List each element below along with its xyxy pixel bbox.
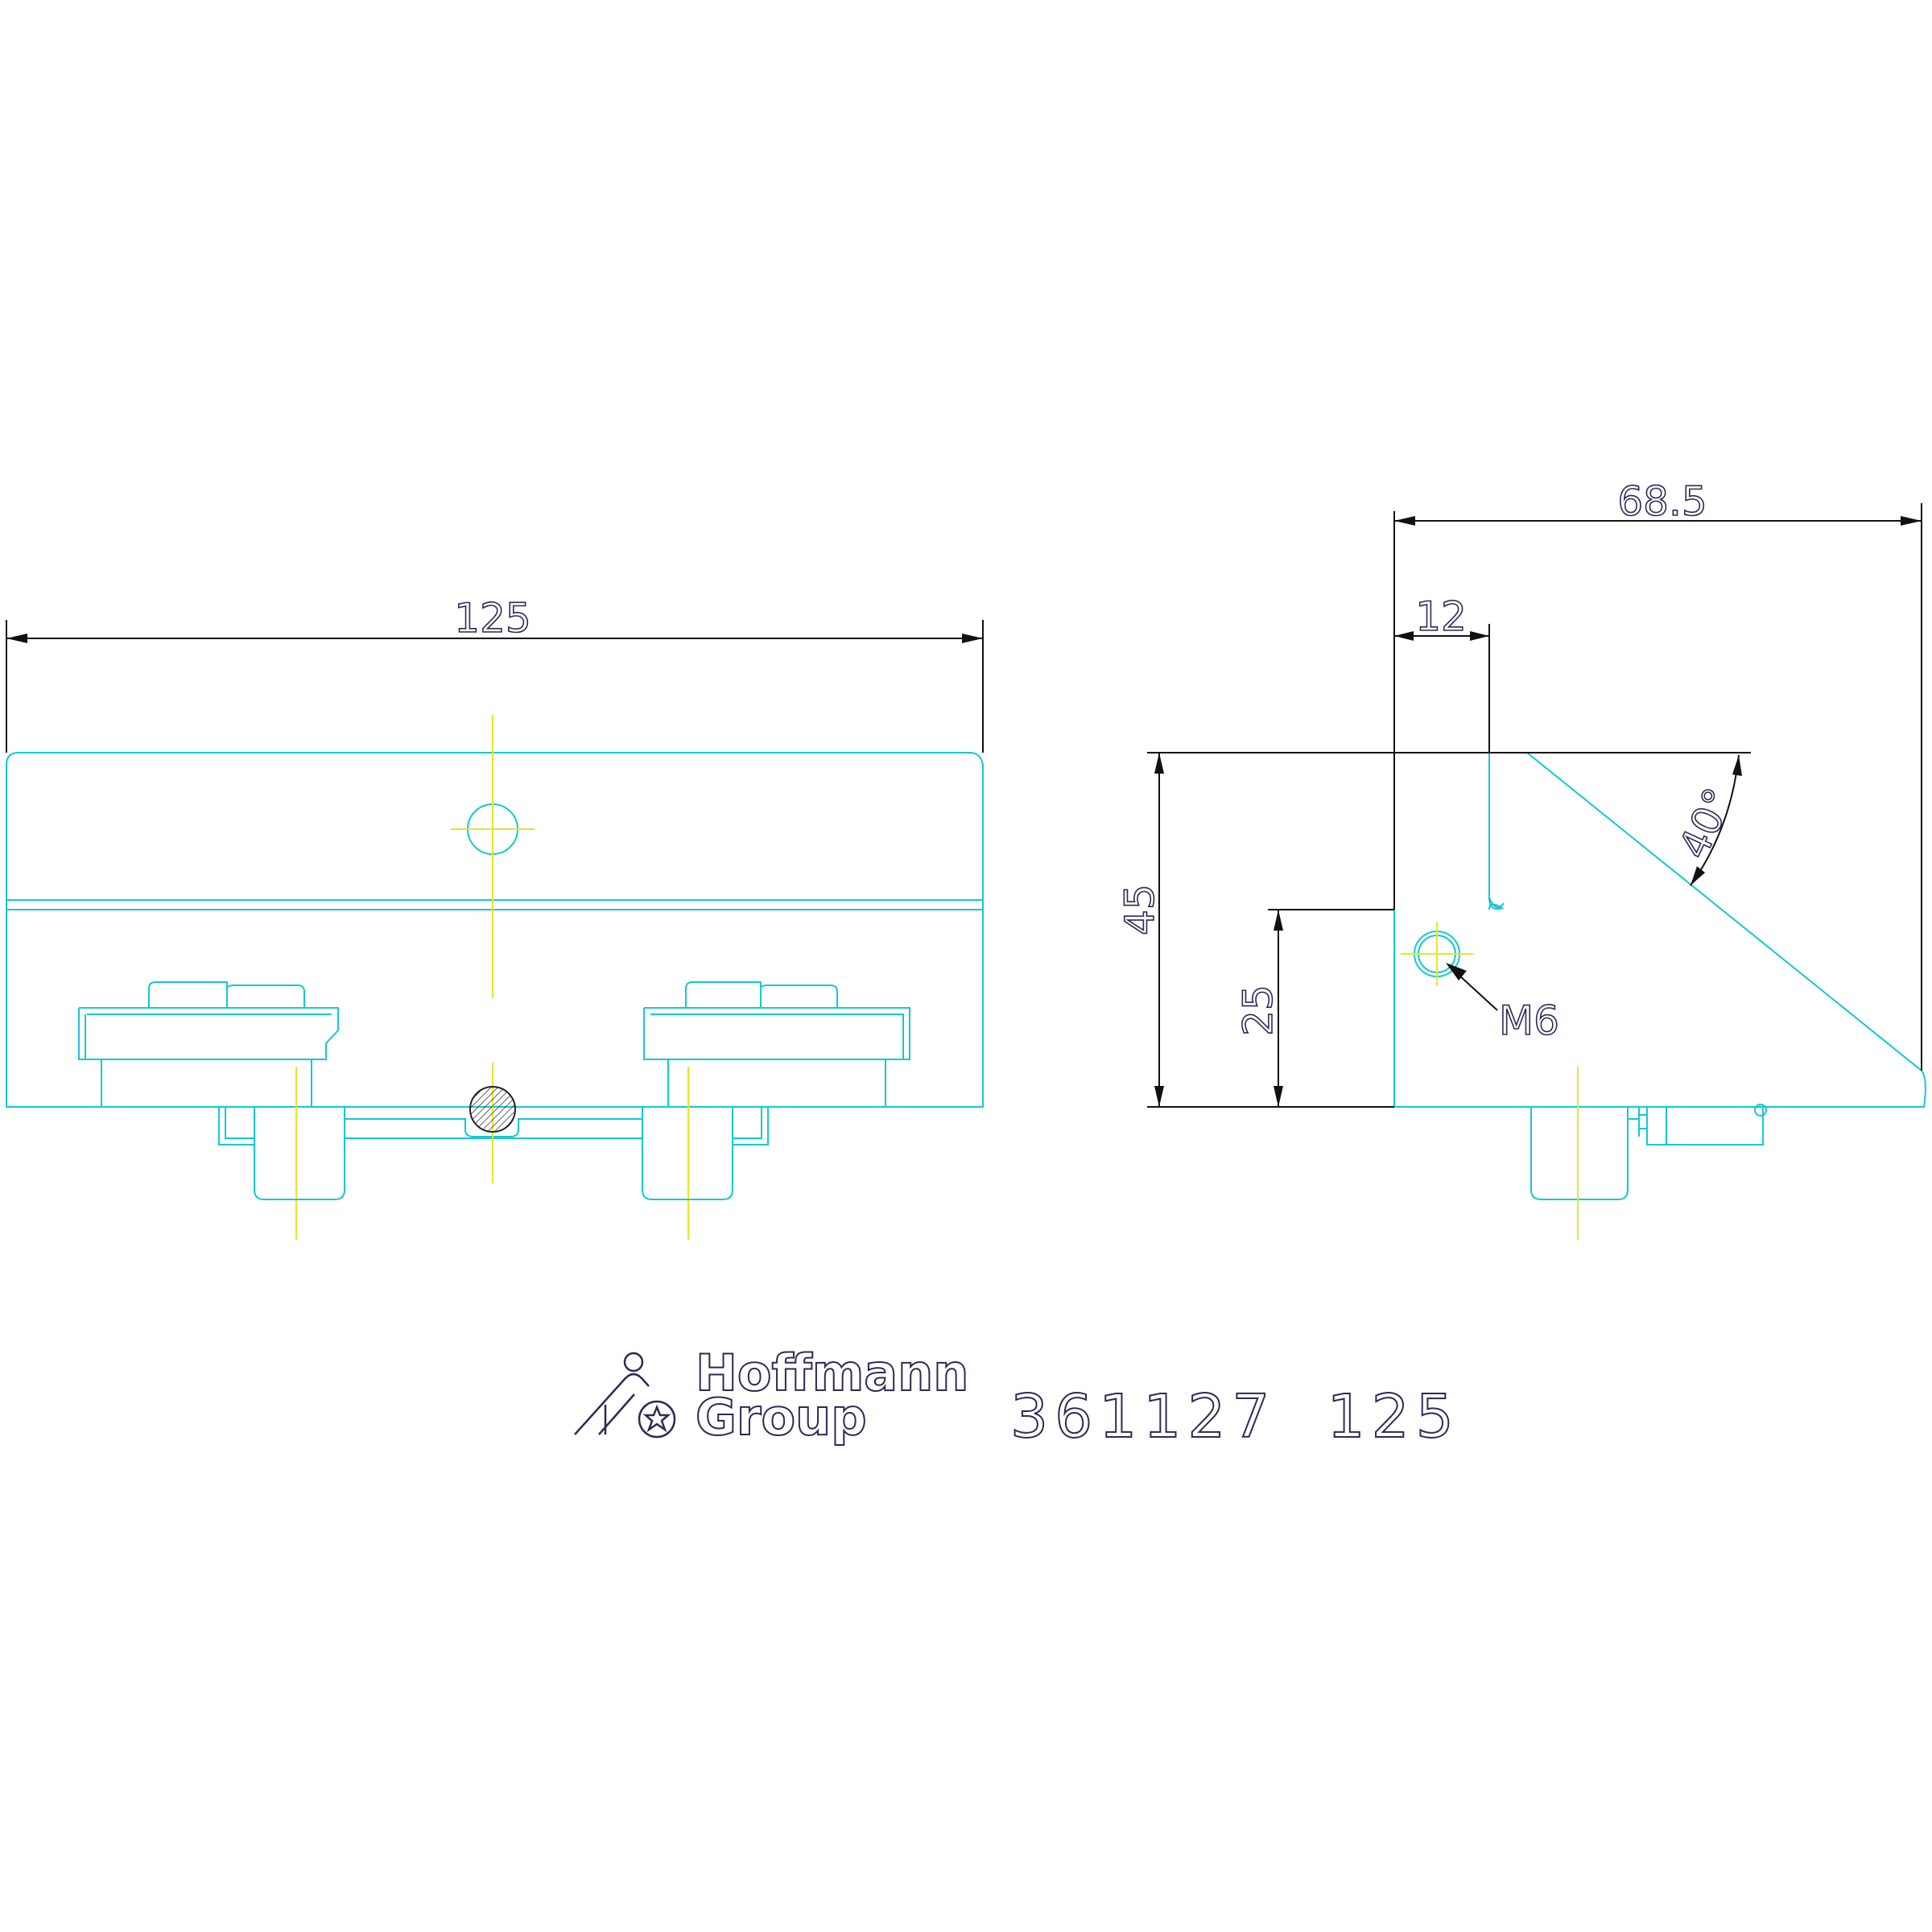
dimension-68-5: 68.5 — [1393, 477, 1922, 1071]
dim-68-5-label: 68.5 — [1617, 478, 1707, 525]
hoffmann-group-logo: Hoffmann Group — [574, 1343, 969, 1447]
dimension-40-degrees: 40° — [1670, 754, 1743, 886]
bottom-rail — [218, 910, 769, 1200]
dimension-125: 125 — [6, 594, 984, 753]
dim-45-label: 45 — [1117, 884, 1163, 935]
dim-25-label: 25 — [1235, 985, 1282, 1036]
brand-line2: Group — [696, 1388, 867, 1447]
dim-125-label: 125 — [454, 595, 530, 642]
thread-callout-m6: M6 — [1446, 963, 1560, 1045]
side-view — [1393, 752, 1926, 1240]
m6-label: M6 — [1499, 997, 1559, 1044]
dimension-45: 45 — [1116, 752, 1751, 1108]
dimension-12: 12 — [1394, 592, 1490, 753]
part-number: 361127 125 — [1010, 1382, 1460, 1451]
dimension-25: 25 — [1234, 909, 1394, 1107]
front-view — [6, 715, 984, 1240]
dim-12-label: 12 — [1415, 593, 1467, 640]
brand-line1: Hoffmann — [696, 1344, 968, 1402]
left-clamp-block — [78, 981, 339, 1240]
right-clamp-block — [643, 981, 910, 1240]
